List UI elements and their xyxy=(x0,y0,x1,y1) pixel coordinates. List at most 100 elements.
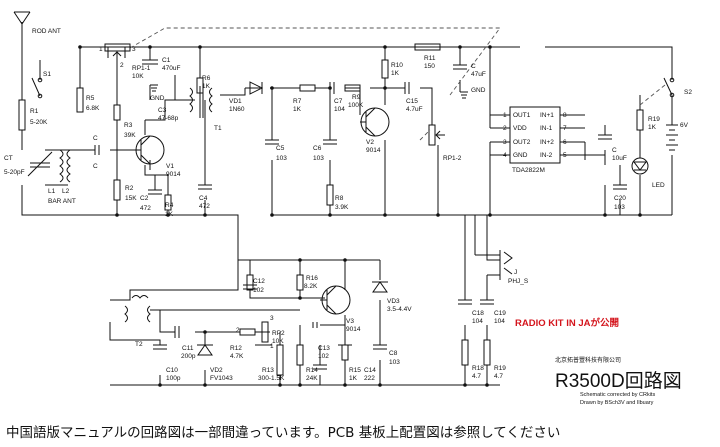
label-c8: C8 xyxy=(389,350,398,357)
label-c4: C4 xyxy=(199,195,208,202)
label-rp1-pin3: 3 xyxy=(132,46,136,53)
label-c12: C12 xyxy=(253,278,265,285)
coil-icon xyxy=(59,149,71,183)
schematic-diagram: ROD ANT S1 R1 5-20K CT 5-20pF L1 L2 BAR … xyxy=(4,11,692,406)
label-phj: PHJ_S xyxy=(508,278,529,285)
label-rp1-1: RP1-1 xyxy=(132,65,151,72)
ic-pin-num: 8 xyxy=(563,112,567,119)
label-vd2-val: FV1043 xyxy=(210,375,233,382)
label-c6: C6 xyxy=(313,145,322,152)
label-c-top-val: 47uF xyxy=(471,71,486,78)
label-t2: T2 xyxy=(135,341,143,348)
label-c13: C13 xyxy=(318,345,330,352)
label-gnd2: GND xyxy=(471,87,486,94)
label-r7: R7 xyxy=(293,98,302,105)
ground-icon xyxy=(150,84,468,99)
label-rp2: RP2 xyxy=(272,330,285,337)
label-r11: R11 xyxy=(424,55,436,62)
label-r19b-val: 4.7 xyxy=(494,373,503,380)
diode-icon xyxy=(197,81,388,356)
label-rp1-pin2: 2 xyxy=(120,62,124,69)
label-r14-val: 24K xyxy=(306,375,318,382)
label-rp1-2: RP1-2 xyxy=(443,155,462,162)
label-r9: R9 xyxy=(352,94,361,101)
label-vd3-val: 3.5-4.4V xyxy=(387,306,412,313)
label-vd1: VD1 xyxy=(229,98,242,105)
trimmer-capacitor-icon xyxy=(27,151,53,177)
label-c1-val: 470uF xyxy=(162,65,180,72)
label-rp1-pin1: 1 xyxy=(99,46,103,53)
label-6v: 6V xyxy=(680,122,689,129)
label-c10-val: 100p xyxy=(166,375,181,382)
label-c3-val: 47-68p xyxy=(158,115,179,122)
label-l2: L2 xyxy=(62,188,70,195)
gang-lines xyxy=(129,27,666,141)
switch-s1-icon xyxy=(31,60,43,99)
label-r1-val: 5-20K xyxy=(30,119,48,126)
label-c6-val: 103 xyxy=(313,155,324,162)
label-r3-val: 39K xyxy=(124,132,136,139)
label-c8-val: 103 xyxy=(389,359,400,366)
label-c5-val: 103 xyxy=(276,155,287,162)
label-c7-val: 104 xyxy=(334,106,345,113)
label-vd1-val: 1N60 xyxy=(229,106,245,113)
label-ct-val: 5-20pF xyxy=(4,169,25,176)
label-vd3: VD3 xyxy=(387,298,400,305)
label-t1: T1 xyxy=(214,125,222,132)
label-v1: V1 xyxy=(166,163,174,170)
label-v1-val: 9014 xyxy=(166,171,181,178)
label-r1: R1 xyxy=(30,108,39,115)
ic-pin-name: IN-2 xyxy=(540,152,553,159)
ic-pin-num: 1 xyxy=(503,112,507,119)
led-icon xyxy=(631,157,649,175)
label-r18: R18 xyxy=(472,365,484,372)
label-rp2-val: 10K xyxy=(272,338,284,345)
label-s2: S2 xyxy=(684,89,692,96)
label-r10-val: 1K xyxy=(391,70,400,77)
label-c18-val: 104 xyxy=(472,318,483,325)
label-c3: C3 xyxy=(158,107,167,114)
page-caption: 中国語版マニュアルの回路図は一部間違っています。PCB 基板上配置図は参照してく… xyxy=(6,425,561,441)
label-l1: L1 xyxy=(48,188,56,195)
label-c2-val: 472 xyxy=(140,205,151,212)
label-r15: R15 xyxy=(349,367,361,374)
label-c-val: C xyxy=(93,163,98,170)
label-r19: R19 xyxy=(648,116,660,123)
label-r2-val: 15K xyxy=(125,195,137,202)
label-c-ic-val: 10uF xyxy=(612,155,627,162)
potentiometer-icon xyxy=(104,43,445,343)
ic-pin-name: IN+1 xyxy=(540,112,554,119)
antenna-icon xyxy=(13,11,31,70)
label-bar-ant: BAR ANT xyxy=(48,198,76,205)
label-c5: C5 xyxy=(276,145,285,152)
label-v3: V3 xyxy=(346,318,354,325)
label-r6-val: 1K xyxy=(202,83,211,90)
transformer-icon xyxy=(124,86,213,323)
label-c18: C18 xyxy=(472,310,484,317)
label-rod-ant: ROD ANT xyxy=(32,28,61,35)
label-r8: R8 xyxy=(335,195,344,202)
label-jack: J xyxy=(514,269,517,276)
switch-s2-icon xyxy=(663,77,675,98)
label-c12-val: 102 xyxy=(253,287,264,294)
label-r13-val: 300-1.5K xyxy=(258,375,285,382)
ic-pin-name: VDD xyxy=(513,125,527,132)
label-c2: C2 xyxy=(140,195,149,202)
label-r4: R4 xyxy=(165,202,174,209)
diagram-title: R3500D回路図 xyxy=(555,370,682,392)
label-gnd1: GND xyxy=(150,95,165,102)
label-c4-val: 472 xyxy=(199,203,210,210)
ic-pin-num: 5 xyxy=(563,152,567,159)
junction-dots xyxy=(78,45,642,387)
label-r2: R2 xyxy=(125,185,134,192)
label-r6: R6 xyxy=(202,75,211,82)
ic-pin-name: OUT2 xyxy=(513,139,531,146)
label-v2: V2 xyxy=(366,139,374,146)
label-c15-val: 4.7uF xyxy=(406,106,423,113)
label-c19-val: 104 xyxy=(494,318,505,325)
label-c14-val: 222 xyxy=(364,375,375,382)
ic-pin-num: 6 xyxy=(563,139,567,146)
capacitor-icon xyxy=(94,59,627,370)
ic-body-icon xyxy=(509,106,561,164)
battery-icon xyxy=(666,124,678,151)
